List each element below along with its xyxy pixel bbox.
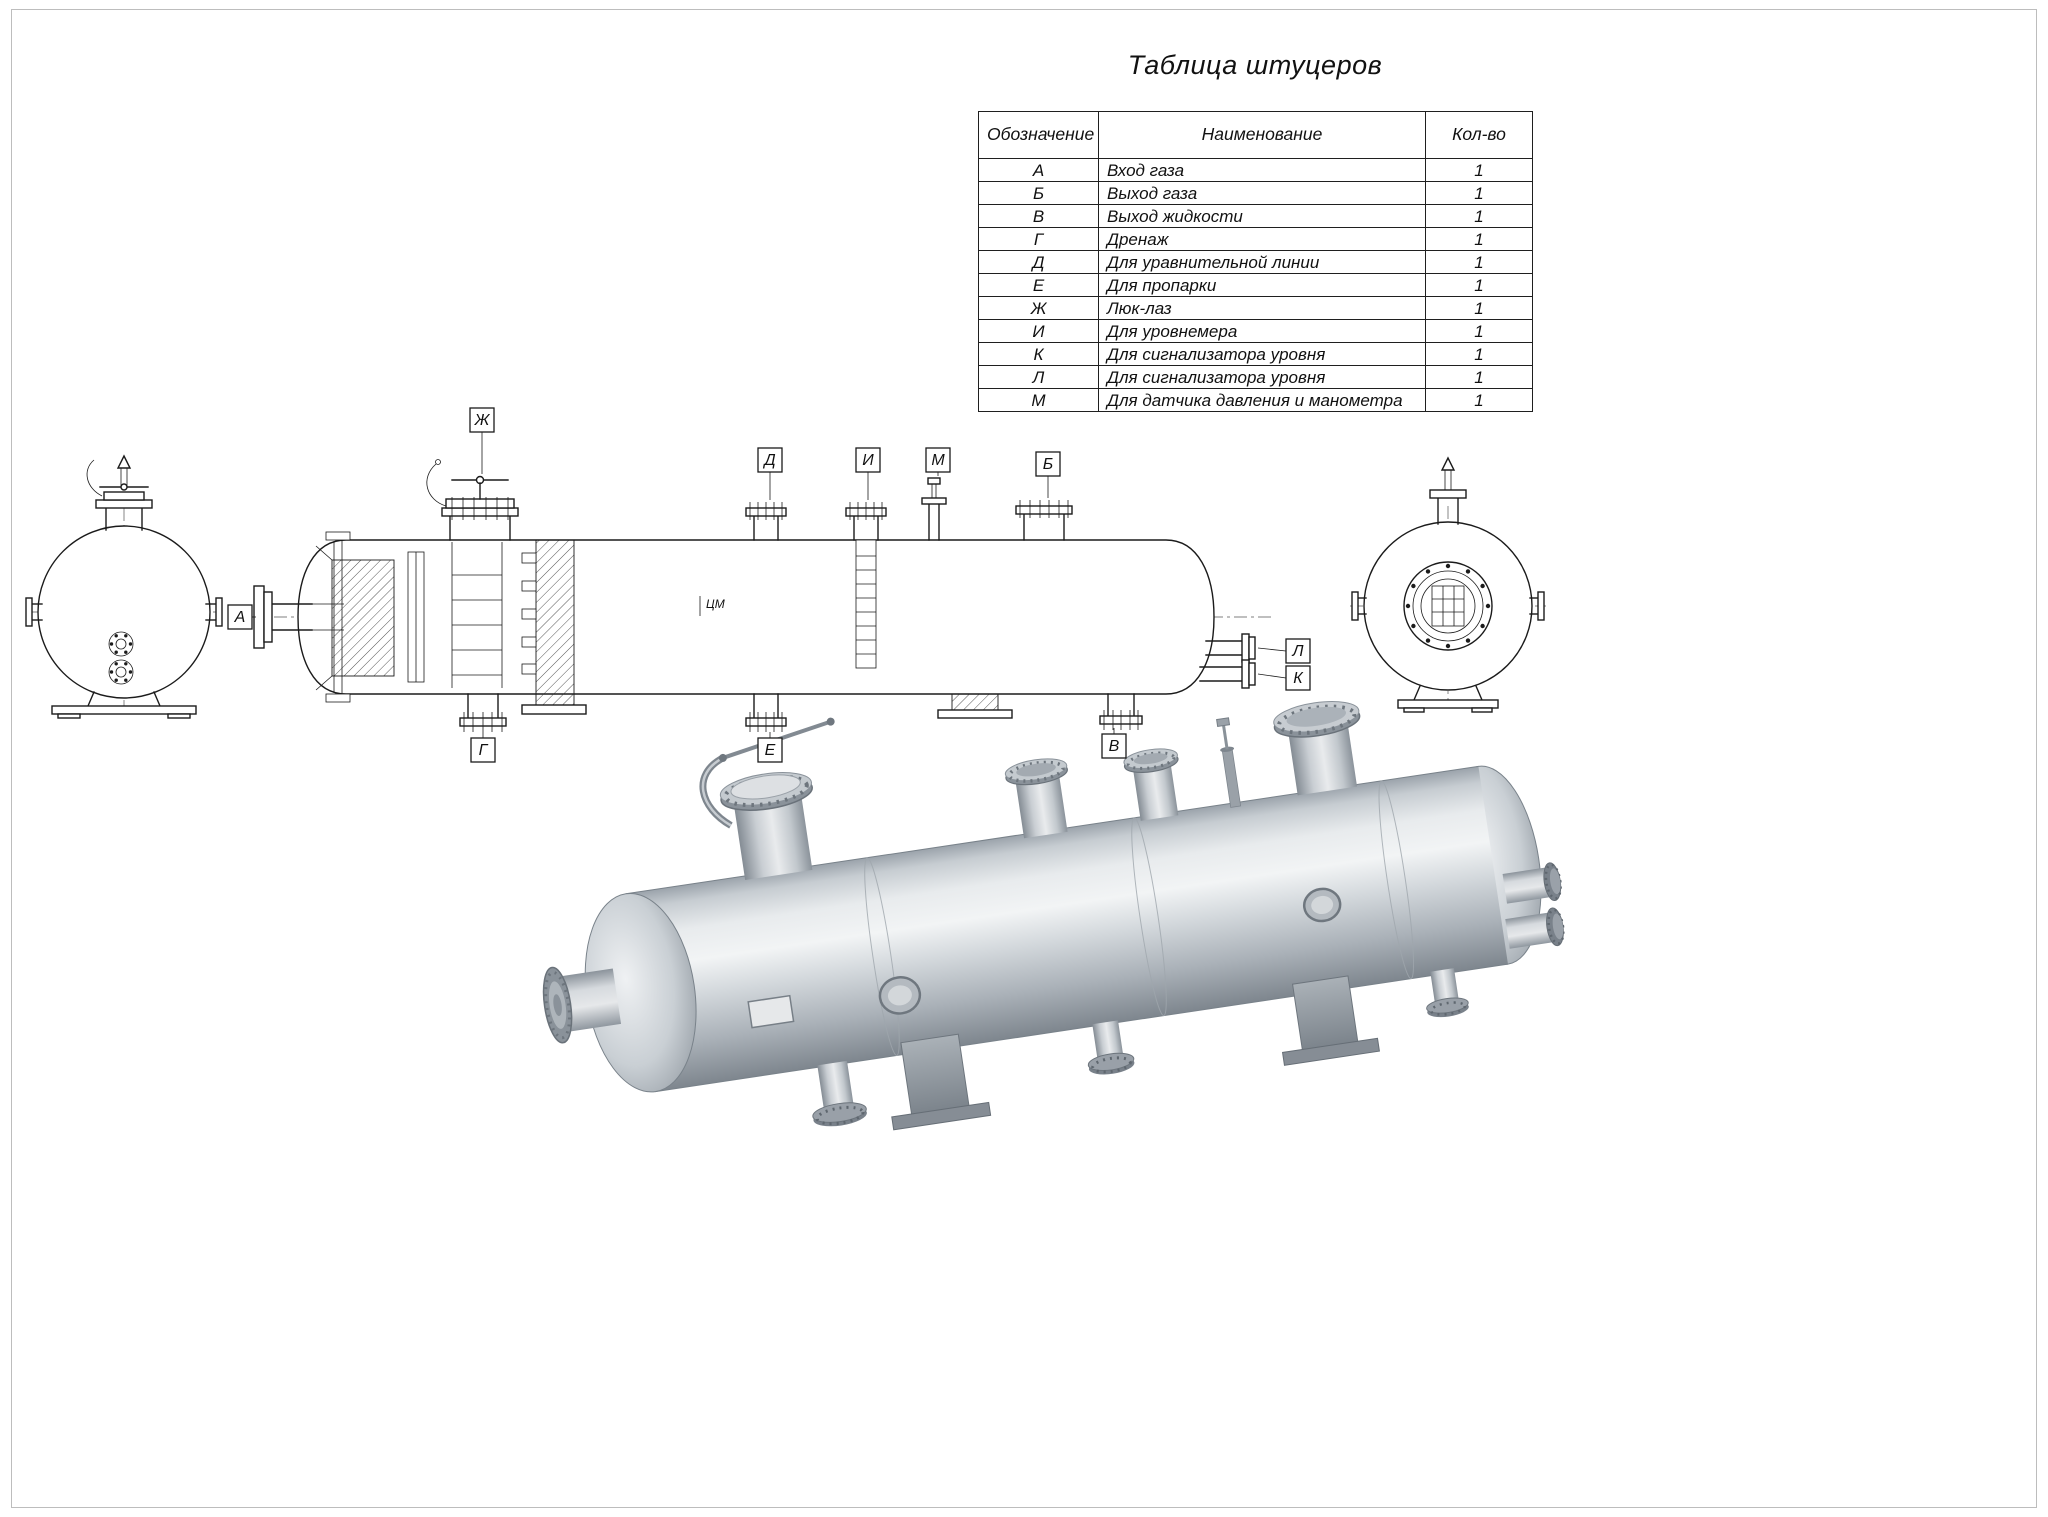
nozzle-m [921,477,947,541]
cell-code: Б [978,181,1099,205]
right-end-view [1350,456,1546,713]
nozzle-k [1199,659,1256,689]
left-end-view [25,454,223,719]
callout-l: Л [1257,638,1311,664]
cell-name: Выход жидкости [1098,204,1426,228]
render-nozzle-l [1502,862,1562,904]
callouts: А Ж Д И М [227,407,1311,763]
svg-text:Д: Д [762,452,775,469]
weld-seam [1378,780,1415,980]
vane-pack [407,551,425,683]
nozzle-d [745,502,787,541]
nozzle-table-title: Таблица штуцеров [1127,50,1383,80]
render-3d [542,701,1565,1131]
cell-qty: 1 [1425,158,1533,182]
callout-a: А [227,604,256,630]
callout-d: Д [757,447,783,500]
svg-text:Л: Л [1292,643,1304,660]
svg-text:К: К [1293,670,1304,687]
nozzle-g [459,693,507,732]
callout-b: Б [1035,451,1061,498]
cell-name: Для датчика давления и манометра [1098,388,1426,412]
cell-qty: 1 [1425,204,1533,228]
cell-code: М [978,388,1099,412]
render-support-2 [1281,975,1380,1066]
cell-name: Для уравнительной линии [1098,250,1426,274]
saddle-support [937,693,1013,719]
callout-v: В [1101,728,1127,759]
col-qty: Кол-во [1425,111,1533,159]
callout-i: И [855,447,881,500]
level-gauge-i [845,502,887,669]
render-nameplate [747,994,795,1029]
render-nozzle-b [1273,701,1361,796]
render-nozzle-e [1087,1020,1135,1075]
render-nozzle-m [1216,717,1242,808]
nozzle-b [1015,500,1073,541]
support-ring-section [521,539,587,715]
svg-text:В: В [1109,738,1120,755]
cell-qty: 1 [1425,227,1533,251]
svg-text:А: А [234,609,246,626]
render-nozzle-d [1004,758,1068,839]
inlet-distributor [315,545,395,691]
center-mark-label: ЦМ [706,597,725,611]
cell-qty: 1 [1425,273,1533,297]
render-nozzle-k [1505,907,1565,949]
callout-zh: Ж [469,407,495,474]
callout-m: М [925,447,951,476]
manhole-bolts [1405,563,1491,649]
cell-code: Е [978,273,1099,297]
svg-text:М: М [931,452,945,469]
callout-e: Е [757,732,783,763]
internal-ladder [451,542,503,688]
render-sight-flange [1302,887,1342,923]
sheet-border [11,9,2037,1508]
svg-text:Е: Е [765,742,776,759]
cell-qty: 1 [1425,365,1533,389]
cell-name: Вход газа [1098,158,1426,182]
front-view: ЦМ [250,459,1272,732]
svg-text:И: И [862,452,874,469]
cell-qty: 1 [1425,388,1533,412]
cell-name: Выход газа [1098,181,1426,205]
callout-g: Г [470,732,496,763]
cell-qty: 1 [1425,296,1533,320]
vessel-shell [297,539,1215,695]
nozzle-e [745,693,787,732]
svg-text:Б: Б [1043,456,1053,473]
callout-k: К [1257,665,1311,691]
render-manhole-zh [699,717,835,880]
render-nozzle-g [812,1060,867,1127]
cell-code: Г [978,227,1099,251]
svg-text:Г: Г [479,742,489,759]
svg-text:Ж: Ж [474,412,491,429]
nozzle-table: Таблица штуцеров Обозначение Наименовани… [978,50,1533,412]
cell-qty: 1 [1425,342,1533,366]
weld-seam [1131,817,1167,1017]
render-support-1 [891,1033,992,1131]
render-nozzle-i [1123,748,1179,821]
render-sight-flange [878,976,922,1015]
weld-seam [864,857,900,1057]
render-nozzle-a [542,966,622,1044]
manhole-zh [426,459,519,541]
nozzle-v [1099,693,1143,730]
render-nozzle-v [1426,968,1469,1018]
bolted-flange-pair [108,631,134,685]
cell-qty: 1 [1425,250,1533,274]
